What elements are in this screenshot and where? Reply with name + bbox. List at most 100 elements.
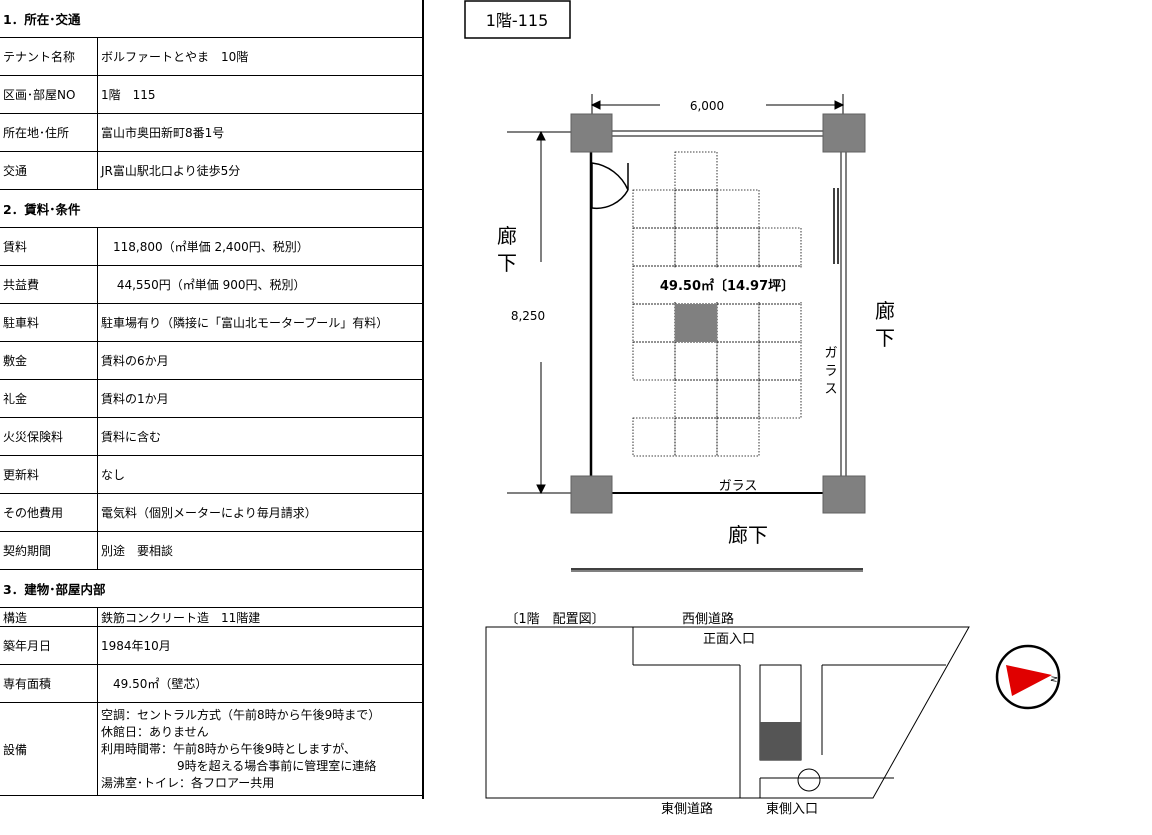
corridor-left-2: 下 [497,251,517,275]
row-label: 礼金 [0,379,98,418]
row-value: 1階 115 [97,75,424,114]
room-walls [589,130,847,494]
dimension-width [590,94,845,118]
ceiling-tile [758,379,802,419]
ceiling-tile [632,189,676,229]
corridor-bottom: 廊下 [728,523,768,547]
corridor-left-1: 廊 [497,224,517,248]
glass-right-2: ラ [824,364,837,379]
table-row: 構造鉄筋コンクリート造 11階建 [0,607,424,627]
row-label: テナント名称 [0,37,98,76]
door-swing [591,162,629,210]
corridor-right-2: 下 [875,326,895,350]
ceiling-tile [674,227,718,267]
row-value: 44,550円（㎡単価 900円、税別） [97,265,424,304]
table-row: 更新料なし [0,455,424,494]
row-value: 49.50㎡（壁芯） [97,664,424,703]
ceiling-tile [758,303,802,343]
section-title-location: 1．所在･交通 [0,0,424,38]
front-entrance-label: 正面入口 [703,632,755,647]
ceiling-tile [674,341,718,381]
dim-width-text: 6,000 [690,99,724,113]
ceiling-tile [716,379,760,419]
row-label: 契約期間 [0,531,98,570]
ceiling-tile [632,417,676,457]
table-row: 設備空調：セントラル方式（午前8時から午後9時まで）休館日：ありません利用時間帯… [0,702,424,796]
dim-height-text: 8,250 [511,309,545,323]
area-label: 49.50㎡〔14.97坪〕 [660,278,794,294]
row-value: 別途 要相談 [97,531,424,570]
ceiling-tile [716,303,760,343]
row-value: なし [97,455,424,494]
ceiling-tile [632,341,676,381]
row-value: 賃料の1か月 [97,379,424,418]
row-label: 更新料 [0,455,98,494]
ceiling-tile [716,227,760,267]
ceiling-tile [674,151,718,191]
site-map [485,626,970,799]
ceiling-tile [674,417,718,457]
section-title-rent: 2．賃料･条件 [0,189,424,228]
ceiling-tile-filled [675,304,717,342]
ceiling-tile [674,189,718,229]
ceiling-tile [632,227,676,267]
ceiling-tile [716,341,760,381]
row-label: 設備 [0,702,98,796]
glass-right-1: ガ [824,346,837,361]
pillars [570,113,866,514]
site-unit-marker [760,722,801,760]
row-value: ボルファートとやま 10階 [97,37,424,76]
table-row: 賃料 118,800（㎡単価 2,400円、税別） [0,227,424,266]
row-value: JR富山駅北口より徒歩5分 [97,151,424,190]
row-label: 交通 [0,151,98,190]
row-label: その他費用 [0,493,98,532]
ceiling-tile [716,417,760,457]
table-row: 共益費 44,550円（㎡単価 900円、税別） [0,265,424,304]
ceiling-tile [632,303,676,343]
table-row: 敷金賃料の6か月 [0,341,424,380]
site-title: 〔1階 配置図〕 [505,612,604,627]
row-label: 共益費 [0,265,98,304]
table-row: 専有面積 49.50㎡（壁芯） [0,664,424,703]
row-label: 構造 [0,607,98,627]
section-title-building: 3．建物･部屋内部 [0,569,424,608]
equipment-value: 空調：セントラル方式（午前8時から午後9時まで）休館日：ありません利用時間帯：午… [97,702,424,796]
row-label: 駐車料 [0,303,98,342]
row-value: 鉄筋コンクリート造 11階建 [97,607,424,627]
compass-icon: N [995,644,1061,710]
table-row: 契約期間別途 要相談 [0,531,424,570]
row-label: 専有面積 [0,664,98,703]
table-row: 火災保険料賃料に含む [0,417,424,456]
row-value: 賃料に含む [97,417,424,456]
compass-letter: N [1050,675,1060,682]
equipment-line: 休館日：ありません [101,724,209,739]
row-label: 火災保険料 [0,417,98,456]
equipment-line: 利用時間帯：午前8時から午後9時としますが、 [101,741,357,756]
table-row: その他費用電気料（個別メーターにより毎月請求） [0,493,424,532]
row-label: 築年月日 [0,626,98,665]
row-value: 賃料の6か月 [97,341,424,380]
unit-label-box [464,0,571,39]
row-label: 区画･部屋NO [0,75,98,114]
separator-line [571,568,863,572]
corridor-right-1: 廊 [875,299,895,323]
row-value: 1984年10月 [97,626,424,665]
row-value: 富山市奥田新町8番1号 [97,113,424,152]
row-value: 118,800（㎡単価 2,400円、税別） [97,227,424,266]
row-label: 所在地･住所 [0,113,98,152]
area-label-bg [634,268,802,302]
ceiling-tile [758,341,802,381]
ceiling-tile [716,189,760,229]
row-value: 駐車場有り（隣接に「富山北モータープール」有料） [97,303,424,342]
row-label: 敷金 [0,341,98,380]
dimension-height [507,130,571,495]
ceiling-tile [674,379,718,419]
glass-bottom: ガラス [719,479,758,494]
table-row: テナント名称ボルファートとやま 10階 [0,37,424,76]
ceiling-tile [758,227,802,267]
